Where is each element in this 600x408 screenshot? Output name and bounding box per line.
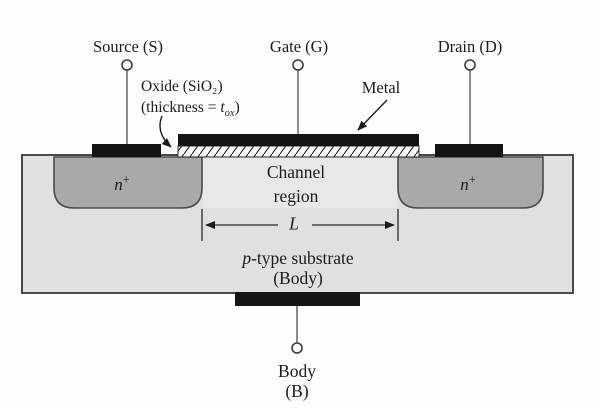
oxide-thickness-suffix: ) [234, 99, 240, 116]
drain-contact [435, 144, 503, 157]
nplus-source-label: n+ [114, 172, 129, 195]
oxide-annotation: Oxide (SiO₂) (thickness = tox) [141, 76, 240, 124]
oxide-thickness-prefix: (thickness = [141, 99, 221, 116]
channel-length-label: L [289, 213, 299, 234]
gate-metal [178, 134, 419, 146]
substrate-label: p-type substrate (Body) [242, 248, 353, 288]
metal-label: Metal [361, 78, 401, 98]
body-terminal-icon [291, 342, 303, 354]
drain-terminal-label: Drain (D) [437, 37, 503, 57]
nplus-drain-base: n [460, 175, 469, 195]
source-terminal-icon [121, 59, 133, 71]
channel-label-line2: region [273, 186, 319, 206]
channel-label-line1: Channel [266, 162, 326, 182]
body-label-line2: (B) [285, 381, 309, 401]
gate-terminal-label: Gate (G) [269, 37, 329, 57]
substrate-label-line2: (Body) [273, 268, 323, 288]
source-terminal-label: Source (S) [92, 37, 164, 57]
oxide-pointer-arrow-icon [159, 115, 172, 148]
nplus-source-base: n [114, 175, 123, 195]
source-contact [92, 144, 161, 157]
oxide-annotation-line1: Oxide (SiO₂) [141, 78, 223, 95]
channel-region-label: Channel region [267, 160, 325, 208]
oxide-layer [177, 145, 420, 158]
substrate-label-rest: -type substrate [251, 248, 354, 268]
channel-region [203, 157, 397, 208]
body-label-line1: Body [278, 361, 316, 381]
substrate-label-p: p [242, 248, 252, 268]
oxide-thickness-variable: t [220, 99, 225, 116]
gate-terminal-icon [292, 59, 304, 71]
nplus-source-region [53, 156, 203, 209]
nplus-drain-label: n+ [460, 172, 475, 195]
nplus-drain-sup: + [468, 172, 476, 187]
metal-pointer-arrow-icon [357, 99, 388, 131]
nplus-drain-region [397, 156, 544, 209]
nplus-source-sup: + [122, 172, 130, 187]
oxide-thickness-subscript: ox [224, 108, 235, 120]
drain-terminal-icon [464, 59, 476, 71]
body-contact [235, 292, 360, 306]
body-terminal-label: Body (B) [278, 361, 316, 401]
